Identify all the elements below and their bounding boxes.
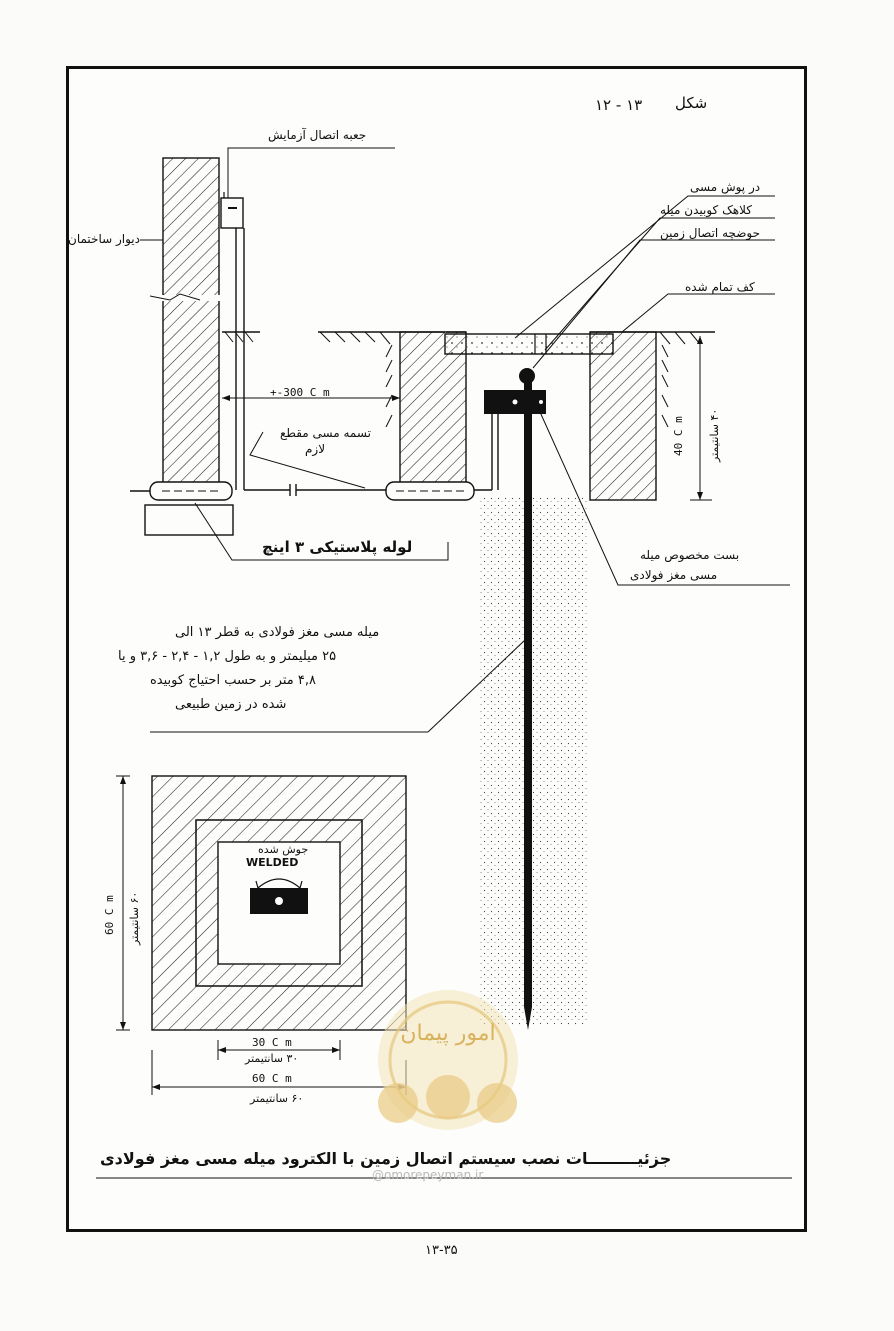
ground-rod [484,368,546,1030]
depth-fa-label: ۴۰ سانتیمتر [708,408,721,462]
dimension-40cm [690,336,712,501]
depth-cm-label: 40 C m [672,416,685,456]
test-connection-box [220,192,245,490]
plan-height-cm-label: 60 C m [103,895,116,935]
dimension-300cm [222,395,400,401]
bronze-cover-label: در پوش مسی [690,180,761,194]
plan-outer-fa-label: ۶۰ سانتیمتر [250,1092,304,1105]
welded-fa-label: جوش شده [258,843,309,856]
rod-desc-2: ۲۵ میلیمتر و به طول ۱,۲ - ۲,۴ - ۳,۶ و یا [118,649,337,664]
copper-strap-label-2: لازم [305,442,326,456]
rod-desc-3: ۴,۸ متر بر حسب احتیاج کوبیده [150,673,316,688]
leader-lines [140,147,790,733]
building-wall [144,157,260,536]
clamp-label-1: بست مخصوص میله [640,548,740,562]
plan-height-fa-label: ۶۰ سانتیمتر [128,891,141,945]
welded-en-label: WELDED [246,856,299,869]
building-wall-label: دیوار ساختمان [68,232,140,246]
rod-desc-4: شده در زمین طبیعی [175,697,287,712]
copper-strap [244,414,499,496]
pit-cover [444,333,614,355]
page-number: ۱۳-۳۵ [425,1243,458,1258]
distance-label: +-300 C m [270,386,330,399]
figure-label: شکل [675,94,708,112]
figure-number: ۱۳ - ۱۲ [595,96,643,114]
figure-caption: جزئیـــــــــات نصب سیستم اتصال زمین با … [100,1149,672,1168]
rod-desc-1: میله مسی مغز فولادی به قطر ۱۳ الی [175,625,380,640]
plan-view [151,775,407,1031]
ground-pit-label: حوضچه اتصال زمین [660,226,761,240]
pit-walls [399,331,657,501]
clamp-label-2: مسی مغز فولادی [630,568,718,582]
soil-stipple [478,496,588,1026]
watermark-text: @omorepeyman.ir [372,1168,484,1182]
plastic-pipe-label: لوله پلاستیکی ۳ اینچ [262,538,413,556]
copper-strap-label: تسمه مسی مقطع [280,426,371,440]
finished-floor-label: کف تمام شده [685,280,755,294]
plan-outer-cm-label: 60 C m [252,1072,292,1085]
watermark-logo-text: امور پیمان [400,1021,495,1046]
hammer-head-label: کلاهک کوبیدن میله [660,203,753,217]
test-box-label: جعبه اتصال آزمایش [268,128,367,142]
plan-inner-cm-label: 30 C m [252,1036,292,1049]
ground-surface [222,331,715,428]
watermark-logo: امور پیمان [378,990,518,1130]
plastic-pipe [130,481,475,501]
plan-inner-fa-label: ۳۰ سانتیمتر [245,1052,299,1065]
